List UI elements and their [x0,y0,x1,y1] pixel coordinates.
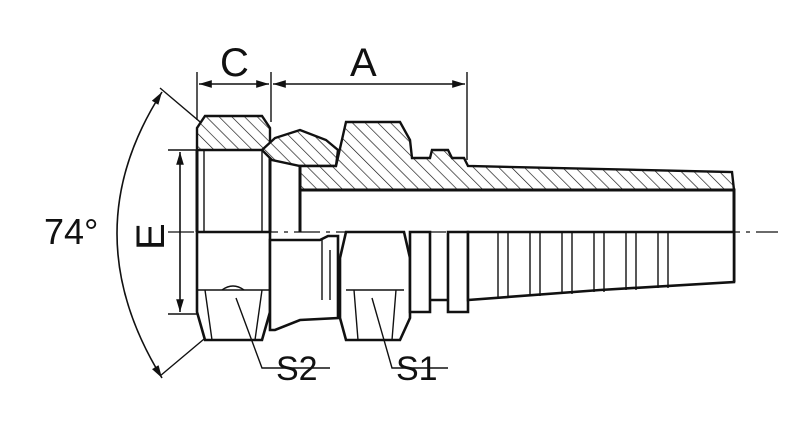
label-angle: 74° [44,211,98,252]
seat-exterior [268,234,340,332]
hex-s2-faces [197,289,270,341]
hex-s2-notch [221,285,245,291]
label-e: E [129,223,173,250]
body-section [298,120,736,192]
seat-threads [321,240,331,300]
label-s2: S2 [276,350,318,388]
label-c: C [220,41,249,85]
hex-s1-faces [346,289,404,341]
dimension-a [273,72,468,160]
nut-section [195,114,272,152]
label-s1: S1 [396,350,438,388]
label-a: A [350,41,377,85]
nut-body-upper [195,150,272,232]
barb-rings [497,232,669,298]
leader-s2 [235,297,330,369]
dimension-c [196,72,272,122]
leader-s1 [371,297,448,369]
neck [408,230,470,314]
seat-section [260,128,340,168]
hex-s1 [338,230,412,342]
